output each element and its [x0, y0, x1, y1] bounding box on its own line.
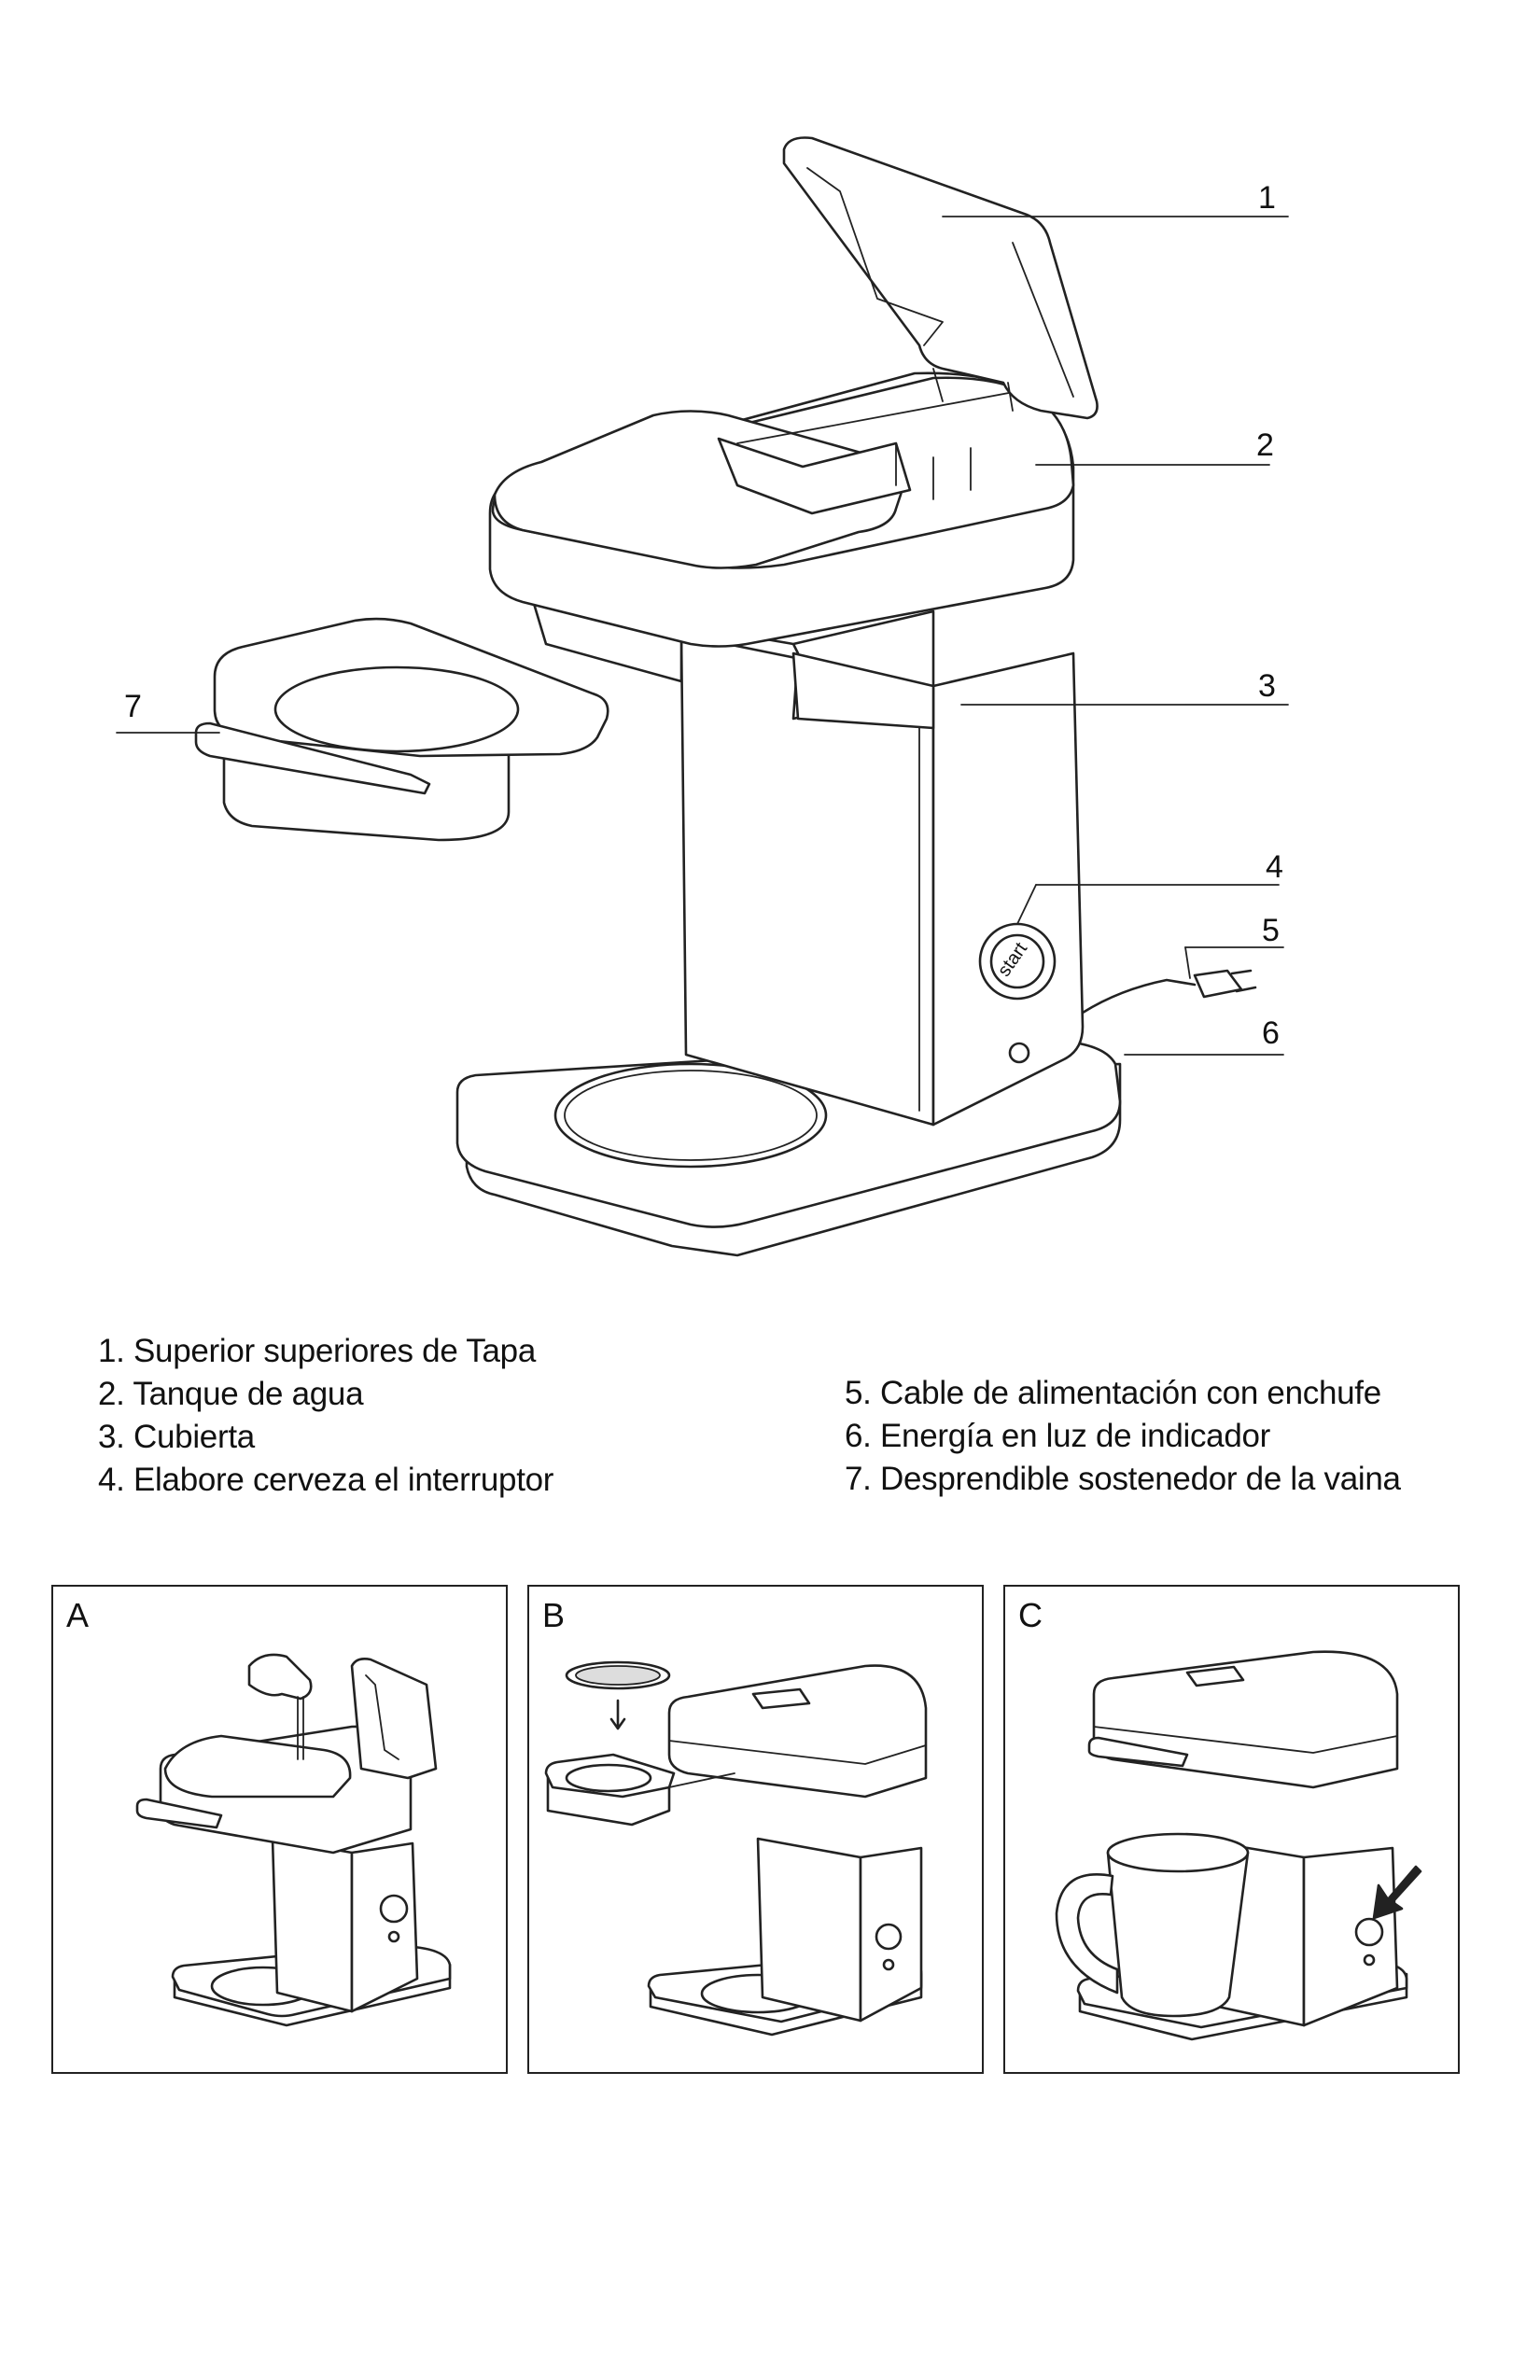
legend-item: 2. Tanque de agua [98, 1376, 364, 1412]
indicator-light [1008, 1042, 1030, 1064]
step-panel-b: B [527, 1585, 984, 2074]
body-housing [679, 633, 1085, 1127]
legend-item: 5. Cable de alimentación con enchufe [845, 1375, 1381, 1411]
callout-5: 5 [1262, 913, 1280, 948]
callout-1: 1 [1258, 180, 1276, 216]
power-cord [1081, 969, 1257, 1015]
coffee-maker-illustration [116, 136, 1289, 1257]
main-diagram: 1 2 3 4 5 6 7 start [116, 136, 1289, 1257]
legend-item: 7. Desprendible sostenedor de la vaina [845, 1461, 1401, 1497]
callout-6: 6 [1262, 1015, 1280, 1051]
step-c-illustration [1055, 1650, 1422, 2041]
top-housing [488, 371, 1075, 648]
legend-left: 1. Superior superiores de Tapa 2. Tanque… [98, 1330, 553, 1502]
callout-3: 3 [1258, 668, 1276, 704]
top-lid [782, 136, 1099, 420]
step-label-c: C [1018, 1596, 1043, 1634]
step-a-illustration [135, 1653, 452, 2027]
step-panel-c: C [1003, 1585, 1460, 2074]
legend-right: 5. Cable de alimentación con enchufe 6. … [845, 1372, 1401, 1501]
callout-lines [116, 216, 1289, 1056]
step-label-b: B [542, 1596, 566, 1634]
step-label-a: A [66, 1596, 90, 1634]
legend-item: 3. Cubierta [98, 1419, 255, 1455]
callout-2: 2 [1256, 427, 1274, 463]
legend-item: 1. Superior superiores de Tapa [98, 1333, 536, 1369]
start-button [978, 922, 1057, 1001]
step-b-illustration [544, 1660, 928, 2037]
legend-item: 6. Energía en luz de indicador [845, 1418, 1271, 1454]
pod-holder [194, 617, 609, 842]
callout-4: 4 [1266, 849, 1283, 885]
legend-item: 4. Elabore cerveza el interruptor [98, 1462, 554, 1498]
callout-7: 7 [124, 689, 142, 724]
step-panel-a: A [51, 1585, 508, 2074]
